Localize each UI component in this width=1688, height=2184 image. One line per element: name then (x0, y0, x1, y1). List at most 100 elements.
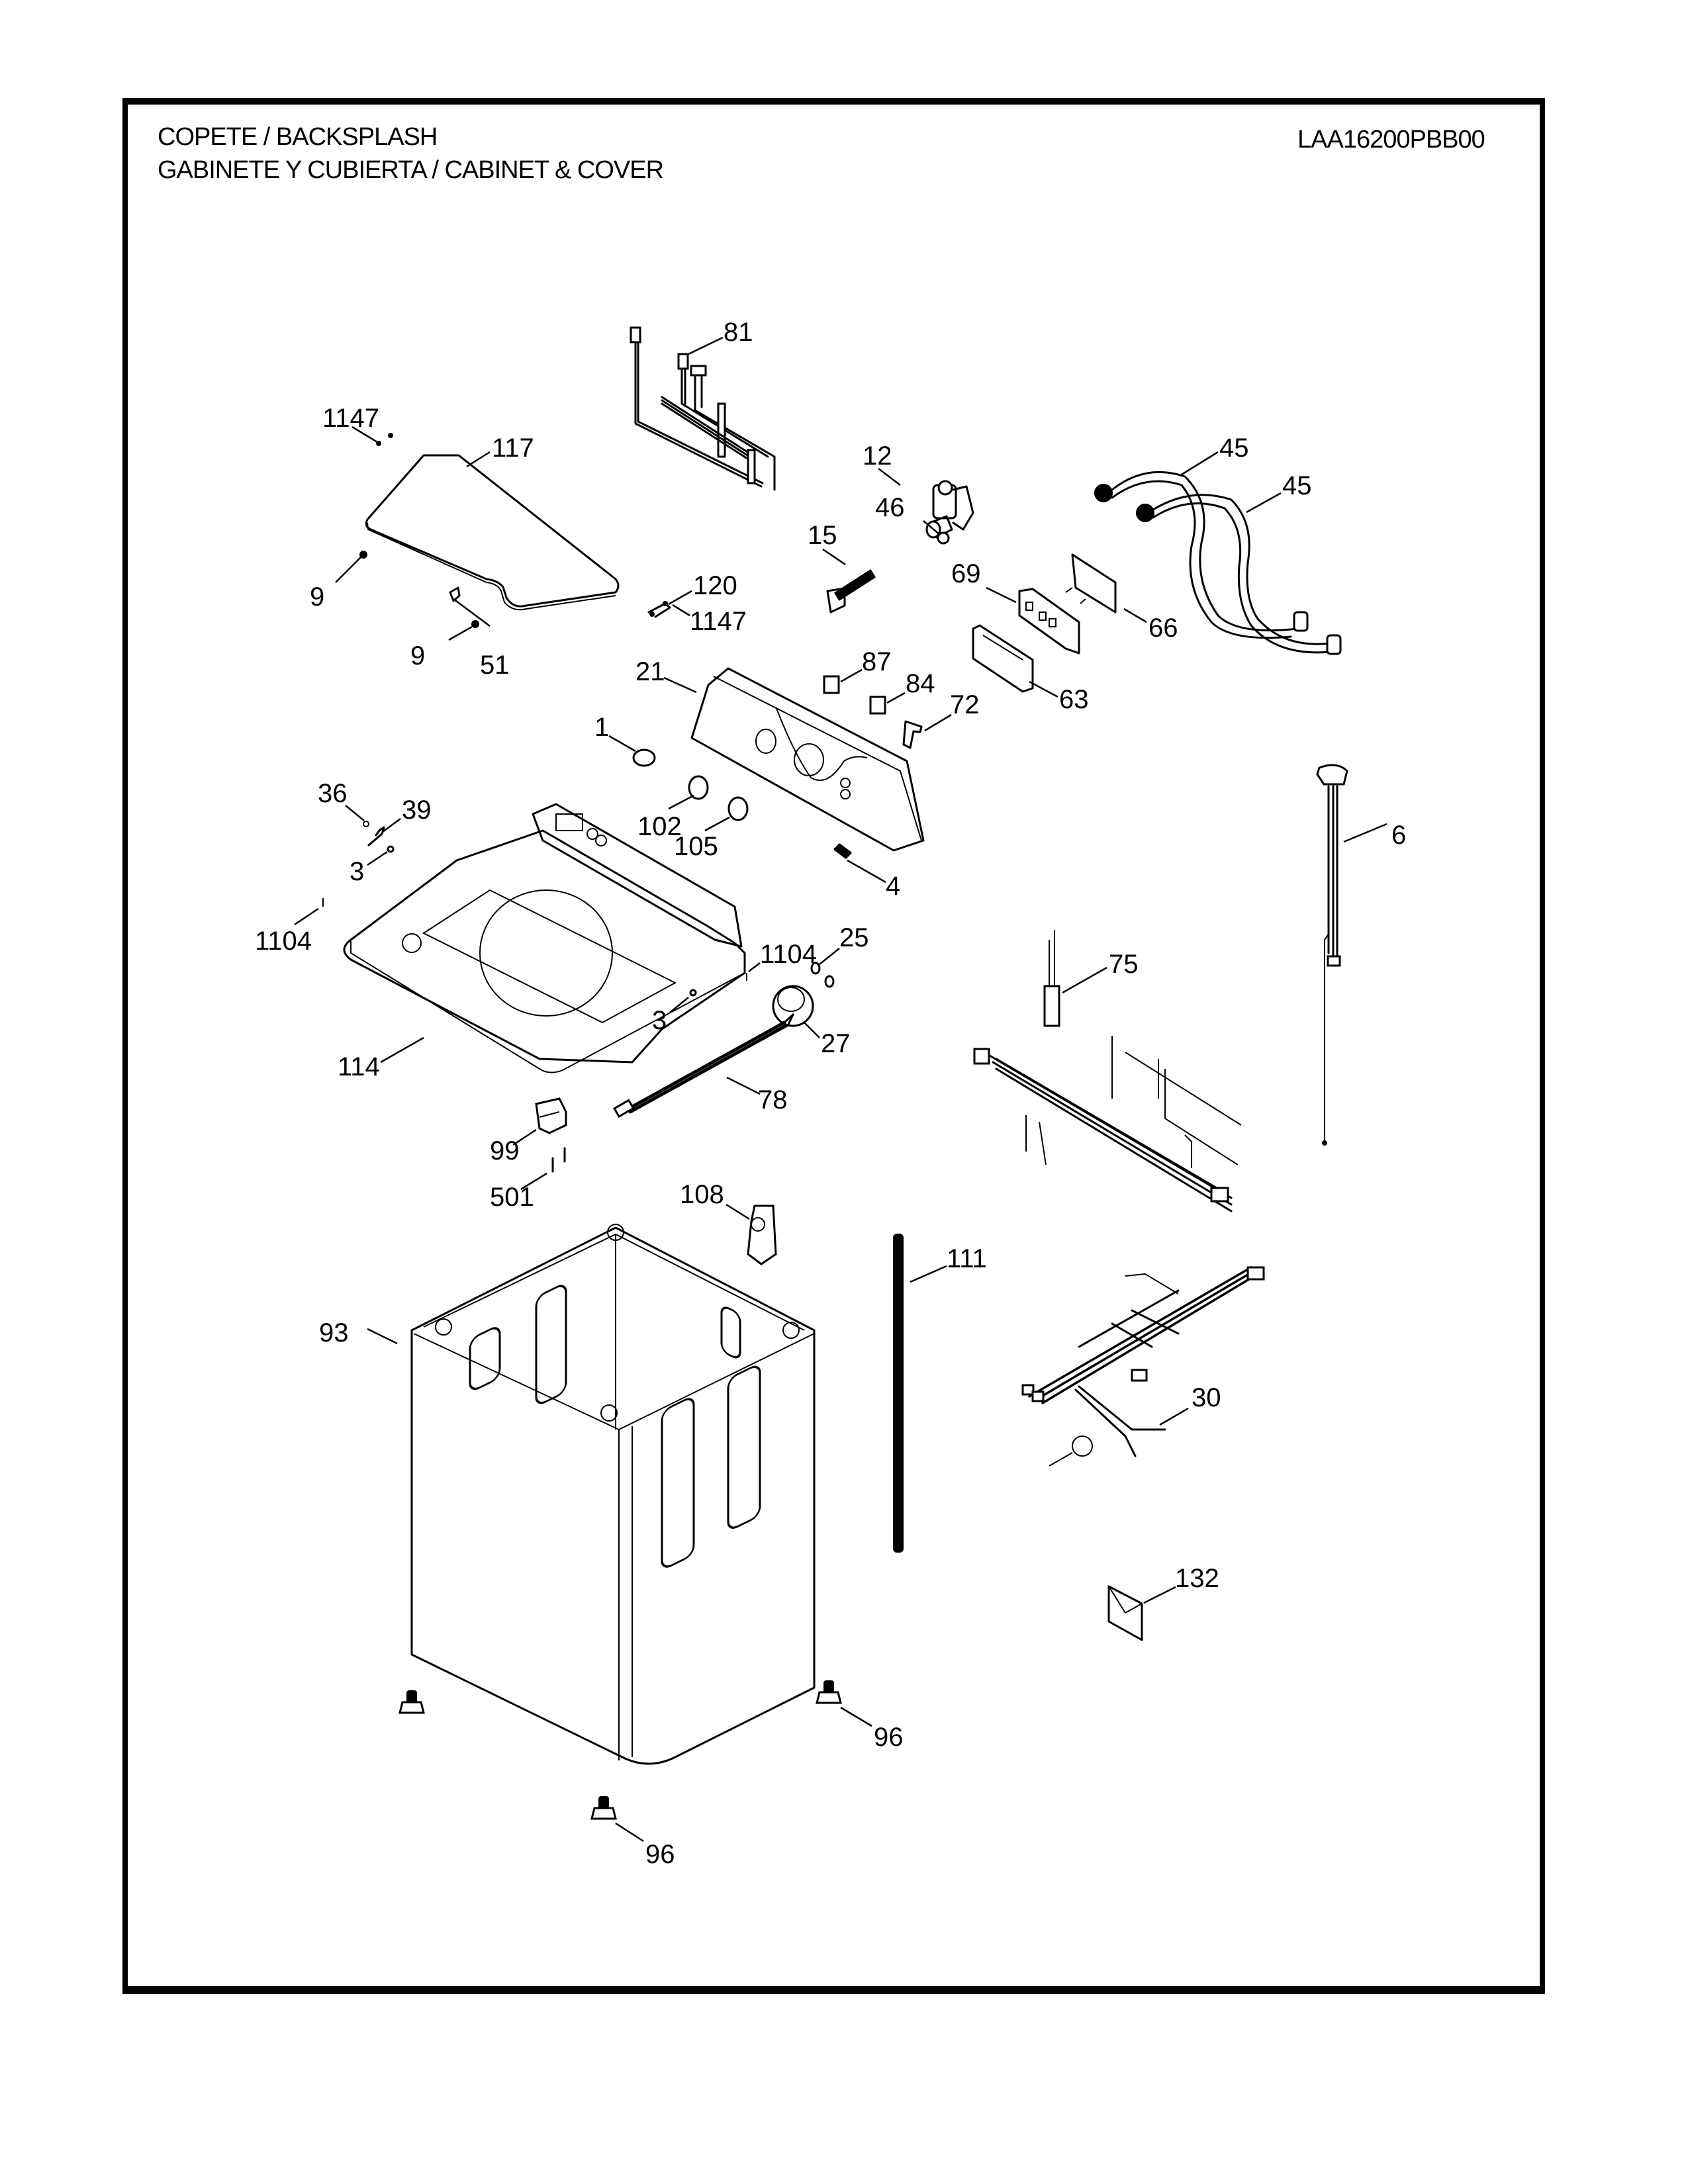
switch-72 (902, 720, 923, 749)
leader-63 (1029, 680, 1058, 698)
leader-96-front (615, 1822, 644, 1843)
leader-36 (668, 794, 694, 810)
leader-114 (380, 1036, 424, 1064)
leader-30 (1159, 1407, 1189, 1426)
leader-102 (345, 805, 365, 821)
lid-switch-actuator-105 (367, 826, 385, 846)
leader-81 (688, 336, 724, 355)
leader-27 (804, 1022, 820, 1038)
callout-132: 132 (1175, 1564, 1219, 1593)
leader-1147-b (672, 604, 690, 617)
title-line-2: GABINETE Y CUBIERTA / CABINET & COVER (158, 156, 664, 184)
inlet-hoses-45 (1094, 471, 1342, 655)
leader-4 (847, 859, 886, 884)
literature-envelope-132 (1107, 1585, 1143, 1641)
nut-3-lower (689, 989, 697, 997)
leveling-leg-front (590, 1796, 617, 1820)
leader-75 (1062, 966, 1107, 994)
lid-117 (365, 454, 620, 611)
cabinet-93 (410, 1224, 816, 1765)
callout-84: 84 (906, 669, 935, 698)
leader-25 (819, 948, 840, 965)
pin-102 (363, 821, 369, 827)
callout-72: 72 (950, 690, 980, 719)
leader-1104-right (748, 962, 761, 972)
leader-1147-a (352, 426, 378, 443)
knob-39 (727, 796, 749, 821)
board-cover-63 (972, 624, 1034, 693)
callout-1104-right: 1104 (760, 940, 817, 969)
callout-45-b: 45 (1282, 471, 1312, 500)
knob-36 (688, 775, 709, 800)
leader-3-upper (367, 850, 388, 866)
callout-75: 75 (1109, 950, 1139, 979)
callout-9-a: 9 (310, 582, 324, 612)
screw-1147-a (376, 441, 381, 446)
leader-84 (886, 692, 906, 704)
leader-72 (924, 713, 952, 732)
control-board-69 (1018, 588, 1080, 655)
leveling-leg-left (399, 1690, 425, 1714)
leader-87 (840, 668, 863, 683)
callout-51: 51 (480, 651, 510, 680)
callout-111: 111 (947, 1244, 987, 1273)
hose-clamp-46 (937, 531, 950, 545)
leader-9-a (335, 557, 361, 583)
leader-99 (512, 1128, 537, 1146)
callout-69: 69 (951, 559, 981, 588)
lid-bumper-9-a (359, 551, 367, 559)
leader-39 (704, 816, 730, 832)
callout-3-lower: 3 (652, 1006, 667, 1035)
leader-120 (668, 590, 692, 606)
callout-12: 12 (863, 441, 892, 471)
leader-501 (520, 1172, 547, 1191)
callout-45-a: 45 (1219, 433, 1249, 463)
leader-12 (878, 468, 901, 486)
callout-66: 66 (1149, 614, 1178, 643)
leader-117 (466, 451, 491, 468)
callout-120: 120 (693, 571, 737, 600)
callout-96-right: 96 (874, 1723, 904, 1752)
callout-1: 1 (594, 713, 609, 742)
callout-27: 27 (821, 1029, 851, 1058)
rod-111 (893, 1234, 904, 1553)
callout-1147-b: 1147 (690, 607, 747, 636)
callout-501: 501 (490, 1183, 534, 1212)
callout-117: 117 (492, 433, 534, 463)
leader-45-a (1181, 451, 1219, 476)
lid-stop-51 (449, 586, 461, 602)
model-number: LAA16200PBB00 (1297, 126, 1485, 154)
callout-93: 93 (319, 1318, 349, 1347)
callout-25: 25 (839, 923, 869, 952)
leader-78 (726, 1076, 761, 1095)
leader-51 (453, 598, 491, 627)
pressure-switch-27 (772, 985, 814, 1027)
backsplash-21 (690, 667, 925, 852)
switch-87 (823, 675, 840, 694)
leader-6 (1343, 823, 1387, 843)
callout-3-upper: 3 (350, 857, 364, 886)
title-line-1: COPETE / BACKSPLASH (158, 123, 438, 151)
lid-lock-99 (535, 1097, 567, 1134)
leader-45-b (1246, 492, 1282, 514)
leader-96-right (840, 1706, 872, 1727)
knob-1 (632, 749, 656, 767)
spring-4 (833, 843, 852, 859)
screw-1147-d (663, 601, 668, 606)
lower-wire-harness-30 (1021, 1266, 1265, 1467)
clip-25-b (824, 975, 835, 988)
callout-96-front: 96 (645, 1840, 675, 1869)
callout-105: 39 (402, 796, 432, 825)
callout-46: 46 (875, 493, 905, 522)
leader-66 (1123, 608, 1147, 623)
callout-39: 105 (674, 832, 718, 861)
clip-25-a (810, 962, 821, 975)
callout-4: 4 (886, 872, 900, 901)
leader-69 (986, 586, 1017, 604)
leader-108 (726, 1203, 750, 1220)
callout-87: 87 (862, 647, 892, 676)
leader-132 (1143, 1586, 1176, 1604)
callout-108: 108 (680, 1180, 724, 1209)
callout-36: 102 (637, 812, 682, 841)
